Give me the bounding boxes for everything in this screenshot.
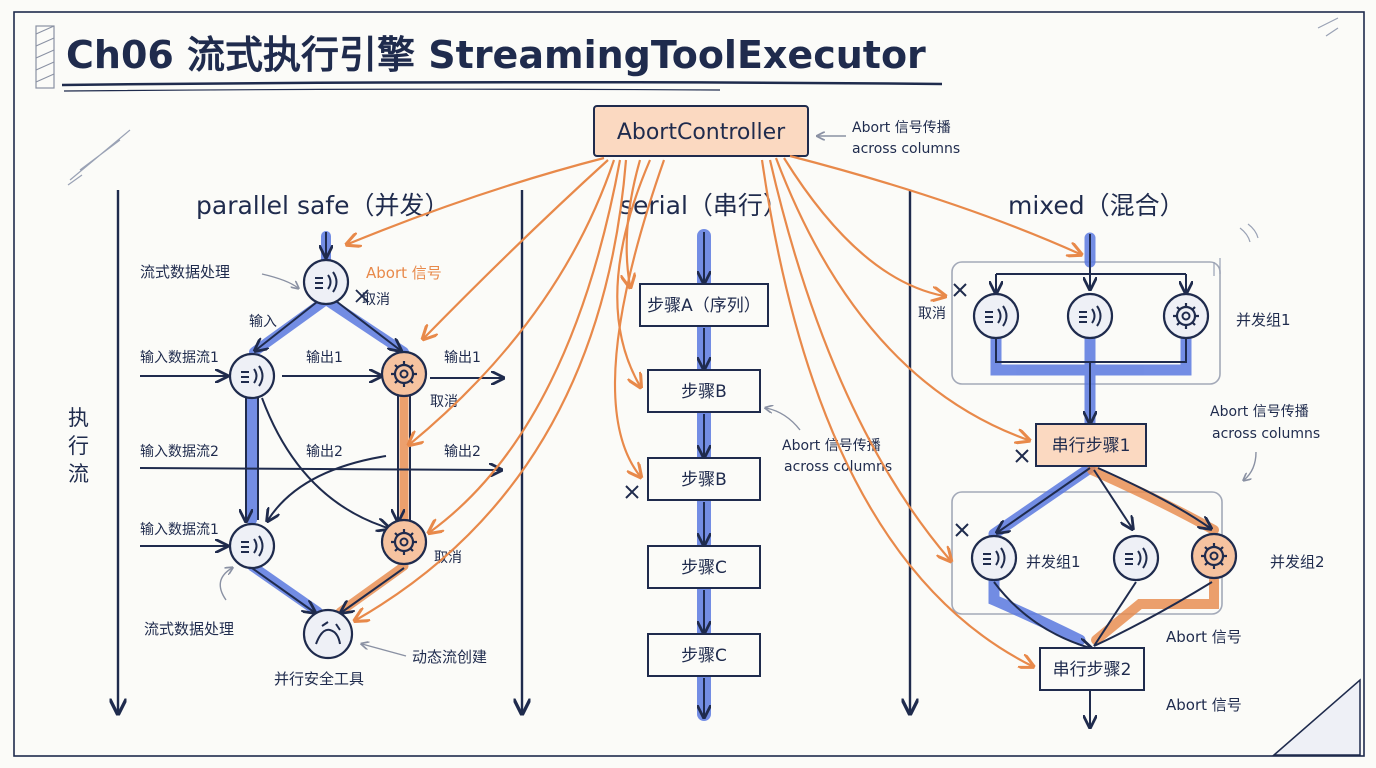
label-dynamic-flow: 动态流创建 [412,648,487,666]
page-title: Ch06 流式执行引擎 StreamingToolExecutor [66,33,926,77]
parallel-io-arrows [139,376,502,546]
controller-note-2: across columns [852,141,960,157]
note-arrow-stream-bottom [219,568,232,601]
serial-step-5-label: 步骤C [681,646,727,666]
label-out1-a: 输出1 [306,350,343,366]
stream-icon-mixed-2 [1066,292,1114,340]
mixed-label-abort-2: Abort 信号 [1166,696,1242,714]
decor-sketch-mixed [1239,223,1259,243]
note-arrow-dynamic [362,644,407,657]
label-safe-tool: 并行安全工具 [274,670,364,688]
cancel-x-icon-serial [625,485,639,499]
stream-icon-parallel-top [302,258,350,306]
axis-label-1: 执 [68,406,89,430]
decor-scribble-right [1317,17,1339,37]
serial-step-2: 步骤B [647,369,761,413]
mixed-label-group1-bottom: 并发组1 [1026,553,1081,571]
mixed-serial-step-1: 串行步骤1 [1035,423,1147,467]
mixed-note-2: across columns [1212,426,1320,442]
serial-step-4-label: 步骤C [681,558,727,578]
mixed-serial-step-1-label: 串行步骤1 [1052,436,1131,456]
mixed-navy-lines [994,234,1212,726]
mixed-note-1: Abort 信号传播 [1210,404,1309,420]
mixed-label-abort-1: Abort 信号 [1166,628,1242,646]
serial-step-4: 步骤C [647,545,761,589]
abort-controller-label: AbortController [617,120,786,145]
axis-label-3: 流 [68,462,89,486]
serial-step-1: 步骤A（序列） [639,283,769,327]
gear-icon-parallel-1 [380,350,428,398]
title-hatch [35,25,55,89]
label-in-stream-1b: 输入数据流1 [140,522,219,538]
label-stream-bottom: 流式数据处理 [144,620,234,638]
serial-step-3: 步骤B [647,457,761,501]
cancel-x-icon-mixed-2 [1015,449,1029,463]
label-stream-top: 流式数据处理 [140,263,230,281]
label-cancel-2: 取消 [430,394,458,410]
label-in-stream-1: 输入数据流1 [140,350,219,366]
label-cancel-1: 取消 [362,292,390,308]
gear-icon-mixed-2 [1190,532,1238,580]
stream-icon-mixed-1 [972,292,1020,340]
mixed-note-arrow [1244,451,1257,480]
cancel-x-icon-mixed-1 [953,283,967,297]
serial-step-5: 步骤C [647,633,761,677]
stream-icon-parallel-2 [228,522,276,570]
label-out2-b: 输出2 [444,444,481,460]
label-input: 输入 [249,314,277,330]
controller-note-1: Abort 信号传播 [852,120,951,136]
label-cancel-3: 取消 [434,550,462,566]
mixed-label-group1-top: 并发组1 [1236,311,1291,329]
cancel-x-icon-mixed-3 [955,523,969,537]
page-frame [13,11,1365,757]
gear-icon-parallel-2 [380,518,428,566]
mixed-serial-step-2: 串行步骤2 [1039,647,1145,691]
mixed-label-group2: 并发组2 [1270,553,1325,571]
decor-sketch-mixed-2 [1213,258,1221,276]
serial-step-2-label: 步骤B [681,382,727,402]
tool-icon-parallel-safe [302,608,354,660]
label-out1-b: 输出1 [444,350,481,366]
abort-propagation-arrows [348,154,1080,666]
serial-step-3-label: 步骤B [681,470,727,490]
serial-note-2: across columns [784,459,892,475]
decor-scribble-left [67,129,131,186]
cancel-x-icon-1 [355,289,369,303]
stream-icon-mixed-4 [1112,534,1160,582]
column-header-mixed: mixed（混合） [1008,191,1185,220]
mixed-label-cancel: 取消 [918,306,946,322]
abort-controller-box [593,105,809,157]
gear-icon-mixed-1 [1162,292,1210,340]
stream-icon-mixed-3 [970,534,1018,582]
title-underline [61,80,943,87]
serial-note-1: Abort 信号传播 [782,438,881,454]
label-in-stream-2: 输入数据流2 [140,444,219,460]
page-curl [1271,678,1361,756]
column-header-parallel: parallel safe（并发） [196,191,449,220]
label-out2-a: 输出2 [306,444,343,460]
label-abort-signal: Abort 信号 [366,264,442,282]
parallel-navy-lines [246,232,411,612]
serial-note-arrow [766,408,801,431]
parallel-orange-flow [335,391,409,617]
axis-label-2: 行 [68,434,89,458]
serial-step-1-label: 步骤A（序列） [647,296,761,316]
stream-icon-parallel-1 [228,352,276,400]
mixed-serial-step-2-label: 串行步骤2 [1053,660,1132,680]
note-arrow-stream-top [261,273,298,288]
title-underline-2 [63,88,721,92]
